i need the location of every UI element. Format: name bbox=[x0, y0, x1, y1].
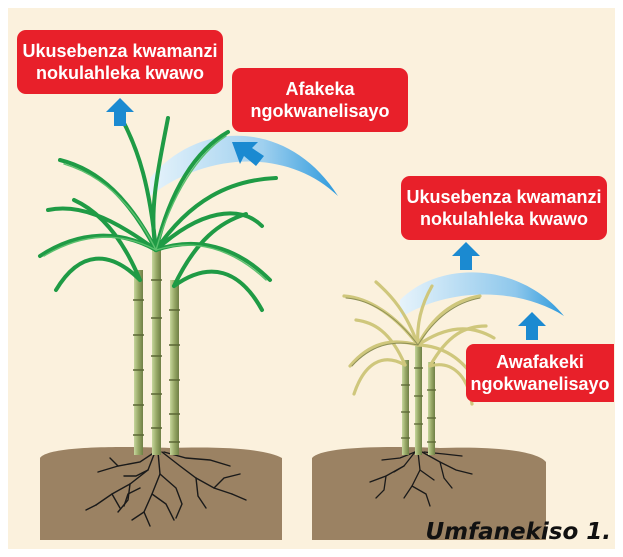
soil-mound-left bbox=[40, 447, 282, 540]
label-line: nokulahleka kwawo bbox=[17, 62, 223, 84]
label-water-function-big: Ukusebenza kwamanzi nokulahleka kwawo bbox=[17, 30, 223, 94]
label-line: Awafakeki bbox=[466, 351, 614, 373]
label-line: Afakeka bbox=[232, 78, 408, 100]
label-absorbed-adequately: Afakeka ngokwanelisayo bbox=[232, 68, 408, 132]
label-not-absorbed-adequately: Awafakeki ngokwanelisayo bbox=[466, 344, 614, 402]
label-line: nokulahleka kwawo bbox=[401, 208, 607, 230]
label-line: Ukusebenza kwamanzi bbox=[401, 186, 607, 208]
label-water-function-small: Ukusebenza kwamanzi nokulahleka kwawo bbox=[401, 176, 607, 240]
label-line: Ukusebenza kwamanzi bbox=[17, 40, 223, 62]
label-line: ngokwanelisayo bbox=[466, 373, 614, 395]
label-line: ngokwanelisayo bbox=[232, 100, 408, 122]
figure-caption: Umfanekiso 1. bbox=[425, 519, 611, 545]
